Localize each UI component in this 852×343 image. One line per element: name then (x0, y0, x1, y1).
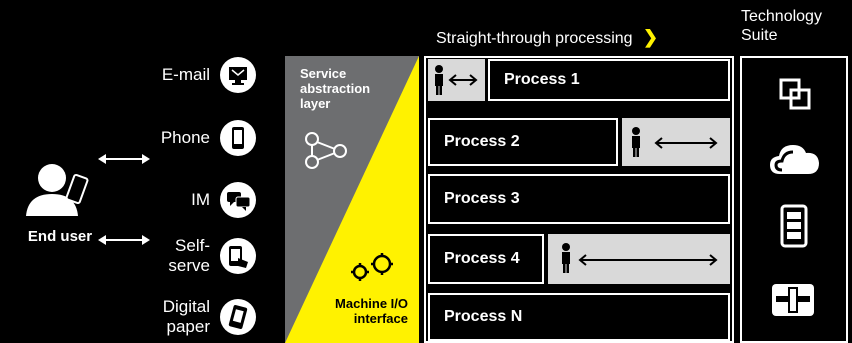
database-icon (772, 284, 814, 316)
process-4: Process 4 (428, 234, 544, 284)
chevron-right-icon: ❯ (643, 27, 659, 47)
server-icon (780, 204, 808, 248)
human-step-2 (622, 118, 730, 166)
process-n: Process N (428, 293, 730, 341)
stp-label: Straight-through processing ❯ (436, 27, 659, 47)
channel-digitalpaper (220, 299, 256, 335)
channel-im (220, 182, 256, 218)
human-step-1-icon (431, 64, 483, 96)
chat-icon (227, 192, 251, 211)
process-n-label: Process N (444, 308, 523, 325)
network-nodes-icon (305, 132, 347, 169)
channel-phone (220, 120, 256, 156)
channel-email-label: E-mail (161, 65, 210, 84)
digital-paper-icon (228, 305, 248, 329)
touch-kiosk-icon (229, 246, 248, 268)
process-4-label: Process 4 (444, 250, 520, 267)
phone-icon (232, 127, 244, 149)
channel-selfserve-label: Self-serve (168, 236, 210, 275)
channel-selfserve (220, 238, 256, 274)
channel-im-label: IM (191, 190, 210, 209)
cloud-icon (770, 145, 819, 174)
channel-phone-label: Phone (160, 128, 210, 147)
process-3-label: Process 3 (444, 190, 520, 207)
user-channel-arrow-top (98, 154, 150, 164)
channel-email (220, 57, 256, 93)
overlapping-windows-icon (779, 78, 811, 110)
process-1: Process 1 (488, 59, 730, 101)
end-user-icon (26, 164, 89, 216)
human-step-4 (548, 234, 730, 284)
gears-icon (351, 253, 393, 281)
process-2: Process 2 (428, 118, 618, 166)
user-channel-arrow-bottom (98, 235, 150, 245)
process-2-label: Process 2 (444, 133, 520, 150)
technology-suite-title: Technology Suite (741, 8, 822, 44)
process-3: Process 3 (428, 174, 730, 224)
process-1-label: Process 1 (504, 71, 580, 88)
end-user-label: End user (27, 228, 93, 245)
email-icon (229, 67, 247, 85)
